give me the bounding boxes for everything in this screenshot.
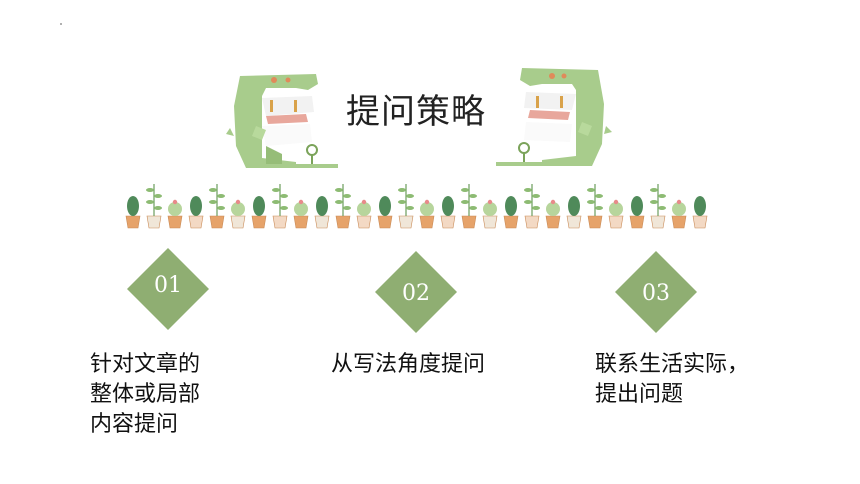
step-01-text: 针对文章的 整体或局部 内容提问 — [90, 352, 201, 437]
potted-plant-icon — [167, 199, 183, 229]
potted-plant-icon — [314, 196, 330, 229]
crocodile-illustration-left — [226, 74, 338, 168]
potted-plant-icon — [146, 184, 162, 229]
potted-plant-icon — [608, 199, 624, 229]
potted-plants-border — [125, 184, 708, 229]
step-03-text: 联系生活实际， 提出问题 — [595, 352, 750, 407]
potted-plant-icon — [419, 199, 435, 229]
potted-plant-icon — [230, 199, 246, 229]
potted-plant-icon — [209, 184, 225, 229]
potted-plant-icon — [356, 199, 372, 229]
potted-plant-icon — [251, 196, 267, 229]
potted-plant-icon — [272, 184, 288, 229]
potted-plant-icon — [461, 184, 477, 229]
slide-title: 提问策略 — [346, 92, 486, 132]
potted-plant-icon — [629, 196, 645, 229]
potted-plant-icon — [545, 199, 561, 229]
potted-plant-icon — [482, 199, 498, 229]
potted-plant-icon — [398, 184, 414, 229]
potted-plant-icon — [335, 184, 351, 229]
potted-plant-icon — [293, 199, 309, 229]
potted-plant-icon — [188, 196, 204, 229]
step-02-text: 从写法角度提问 — [331, 352, 486, 377]
potted-plant-icon — [377, 196, 393, 229]
potted-plant-icon — [125, 196, 141, 229]
step-03-number: 03 — [642, 281, 670, 306]
plant-pattern — [125, 184, 708, 229]
crocodile-illustration-right — [496, 68, 612, 166]
potted-plant-icon — [671, 199, 687, 229]
decorative-dot — [60, 23, 62, 25]
potted-plant-icon — [503, 196, 519, 229]
potted-plant-icon — [587, 184, 603, 229]
potted-plant-icon — [524, 184, 540, 229]
potted-plant-icon — [566, 196, 582, 229]
potted-plant-icon — [650, 184, 666, 229]
step-01-number: 01 — [154, 273, 182, 298]
potted-plant-icon — [692, 196, 708, 229]
step-02-number: 02 — [402, 281, 430, 306]
potted-plant-icon — [440, 196, 456, 229]
